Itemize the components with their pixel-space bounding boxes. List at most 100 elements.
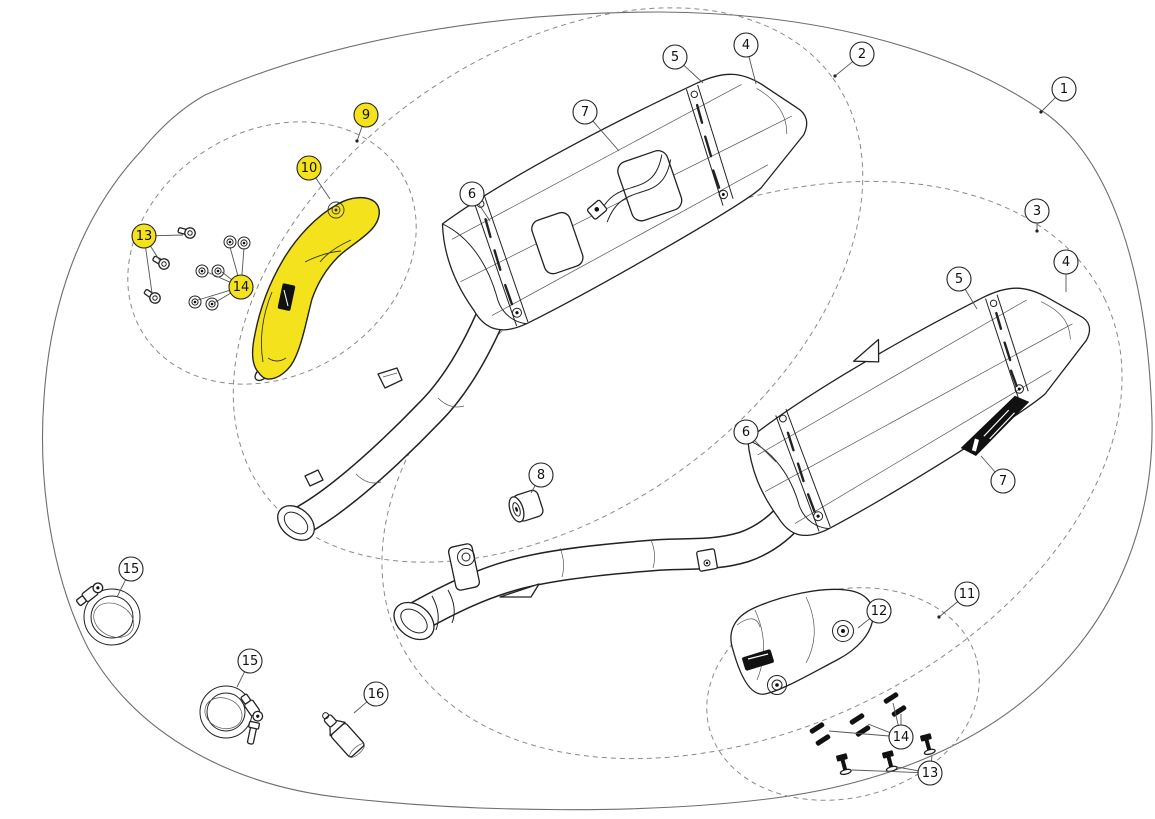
svg-text:14: 14	[233, 280, 250, 295]
callout-14[interactable]: 14	[828, 702, 914, 750]
svg-text:2: 2	[858, 47, 866, 62]
callout-4[interactable]: 4	[733, 32, 759, 85]
svg-text:10: 10	[301, 161, 318, 176]
callout-7[interactable]: 7	[572, 99, 620, 152]
callout-11[interactable]: 11	[937, 581, 980, 619]
screw	[882, 750, 898, 773]
pipe-mouth	[277, 505, 315, 541]
callout-5[interactable]: 5	[662, 44, 704, 84]
callout-14[interactable]: 14	[197, 246, 254, 304]
exhaust-clamp	[75, 582, 141, 646]
t-bolt	[75, 582, 104, 607]
exhaust-clamp	[199, 685, 264, 745]
screw	[143, 289, 161, 304]
svg-text:9: 9	[362, 108, 370, 123]
callout-8[interactable]: 8	[528, 462, 554, 494]
screw	[920, 733, 936, 756]
akrapovic-logo-badge	[960, 395, 1030, 456]
callout-2[interactable]: 2	[833, 41, 875, 78]
callout-15[interactable]: 15	[236, 648, 263, 688]
callout-1[interactable]: 1	[1039, 76, 1077, 114]
svg-text:3: 3	[1033, 204, 1041, 219]
svg-text:8: 8	[537, 468, 545, 483]
washer	[891, 705, 907, 717]
clamp-screw	[246, 720, 261, 745]
washer	[188, 295, 202, 309]
callout-9[interactable]: 9	[353, 102, 379, 143]
svg-text:16: 16	[368, 687, 385, 702]
svg-text:4: 4	[742, 38, 750, 53]
link-pipe-bottom	[393, 501, 806, 641]
group-3-boundary	[381, 180, 1123, 760]
heat-shield-lower	[730, 588, 874, 695]
pipe-bracket	[304, 367, 403, 487]
hanger-bracket	[447, 543, 481, 591]
svg-text:6: 6	[468, 187, 476, 202]
callout-4[interactable]: 4	[1053, 249, 1079, 292]
washer	[855, 725, 871, 737]
svg-text:4: 4	[1062, 255, 1070, 270]
washer	[849, 713, 865, 725]
rear-clamp-ring	[985, 294, 1029, 399]
group-2-boundary	[232, 7, 864, 563]
group-9-boundary	[127, 121, 417, 385]
callout-6[interactable]: 6	[733, 419, 777, 463]
svg-text:12: 12	[871, 604, 888, 619]
pipe-clamp-bracket	[696, 548, 718, 572]
svg-text:5: 5	[671, 50, 679, 65]
screw-set-upper	[143, 227, 196, 304]
svg-text:15: 15	[242, 654, 259, 669]
callout-7[interactable]: 7	[980, 455, 1016, 494]
washer	[223, 235, 237, 249]
callout-5[interactable]: 5	[946, 266, 978, 310]
washer	[883, 692, 899, 704]
shield-boss	[832, 620, 854, 642]
callout-3[interactable]: 3	[1024, 198, 1050, 233]
svg-text:15: 15	[123, 562, 140, 577]
screw-set-lower	[836, 733, 936, 776]
callout-16[interactable]: 16	[353, 681, 389, 714]
front-clamp-ring	[473, 194, 529, 327]
svg-text:7: 7	[999, 474, 1007, 489]
svg-text:14: 14	[893, 730, 910, 745]
svg-text:11: 11	[959, 587, 976, 602]
rear-clamp-ring	[685, 84, 734, 206]
rubber-bushing	[508, 489, 544, 523]
muffler-strap	[531, 150, 683, 275]
muffler-fin	[852, 338, 880, 363]
callout-15[interactable]: 15	[116, 556, 144, 598]
callout-12[interactable]: 12	[857, 598, 892, 629]
svg-text:1: 1	[1060, 82, 1068, 97]
svg-text:13: 13	[922, 766, 939, 781]
screw	[836, 753, 852, 776]
callout-10[interactable]: 10	[296, 155, 331, 200]
svg-text:7: 7	[581, 105, 589, 120]
heat-shield-highlighted[interactable]	[251, 197, 380, 383]
screw	[152, 255, 170, 270]
washer	[205, 297, 219, 311]
pipe-fin	[499, 583, 540, 598]
washer	[195, 264, 209, 278]
washer	[809, 722, 825, 734]
pipe-collar	[393, 589, 455, 641]
shield-slot	[277, 283, 296, 311]
washer	[815, 734, 831, 746]
callout-6[interactable]: 6	[459, 181, 491, 222]
link-pipe-top	[277, 313, 503, 541]
t-bolt	[240, 693, 264, 722]
washer	[211, 264, 225, 278]
svg-text:13: 13	[136, 229, 153, 244]
front-clamp-ring	[775, 408, 831, 532]
callout-13[interactable]: 13	[131, 223, 184, 294]
callout-13[interactable]: 13	[851, 755, 943, 786]
part-16-cylinder	[322, 712, 365, 758]
shield-boss	[327, 201, 345, 219]
washer	[237, 236, 251, 250]
svg-text:5: 5	[955, 272, 963, 287]
muffler-bottom	[747, 287, 1091, 537]
group-11-boundary	[706, 587, 980, 801]
washer-set-upper	[188, 235, 251, 311]
screw	[177, 227, 196, 239]
